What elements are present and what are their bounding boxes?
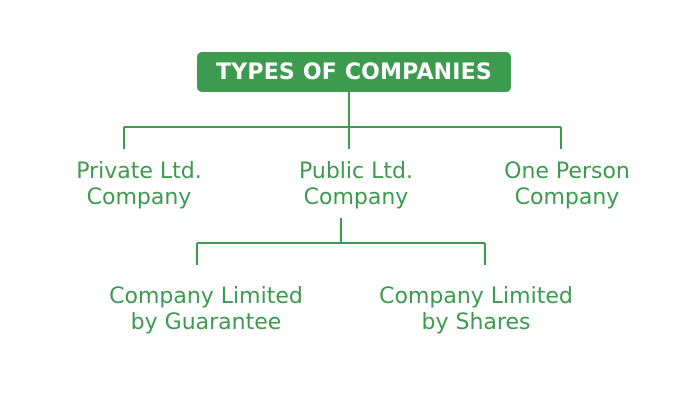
node-limited-by-shares: Company Limited by Shares [379, 284, 573, 336]
node-guarantee-line1: Company Limited [109, 284, 303, 309]
node-shares-line2: by Shares [421, 310, 531, 335]
node-public-line2: Company [303, 185, 409, 210]
node-one-person-line2: Company [514, 185, 620, 210]
node-private-line2: Company [86, 185, 192, 210]
node-private-line1: Private Ltd. [76, 159, 202, 184]
node-one-person: One Person Company [504, 159, 630, 211]
root-title-box: TYPES OF COMPANIES [197, 52, 511, 92]
node-limited-by-guarantee: Company Limited by Guarantee [109, 284, 303, 336]
node-shares-line1: Company Limited [379, 284, 573, 309]
node-public-line1: Public Ltd. [299, 159, 413, 184]
root-title: TYPES OF COMPANIES [216, 59, 492, 85]
node-private-ltd: Private Ltd. Company [76, 159, 202, 211]
node-public-ltd: Public Ltd. Company [299, 159, 413, 211]
node-one-person-line1: One Person [504, 159, 630, 184]
node-guarantee-line2: by Guarantee [130, 310, 282, 335]
